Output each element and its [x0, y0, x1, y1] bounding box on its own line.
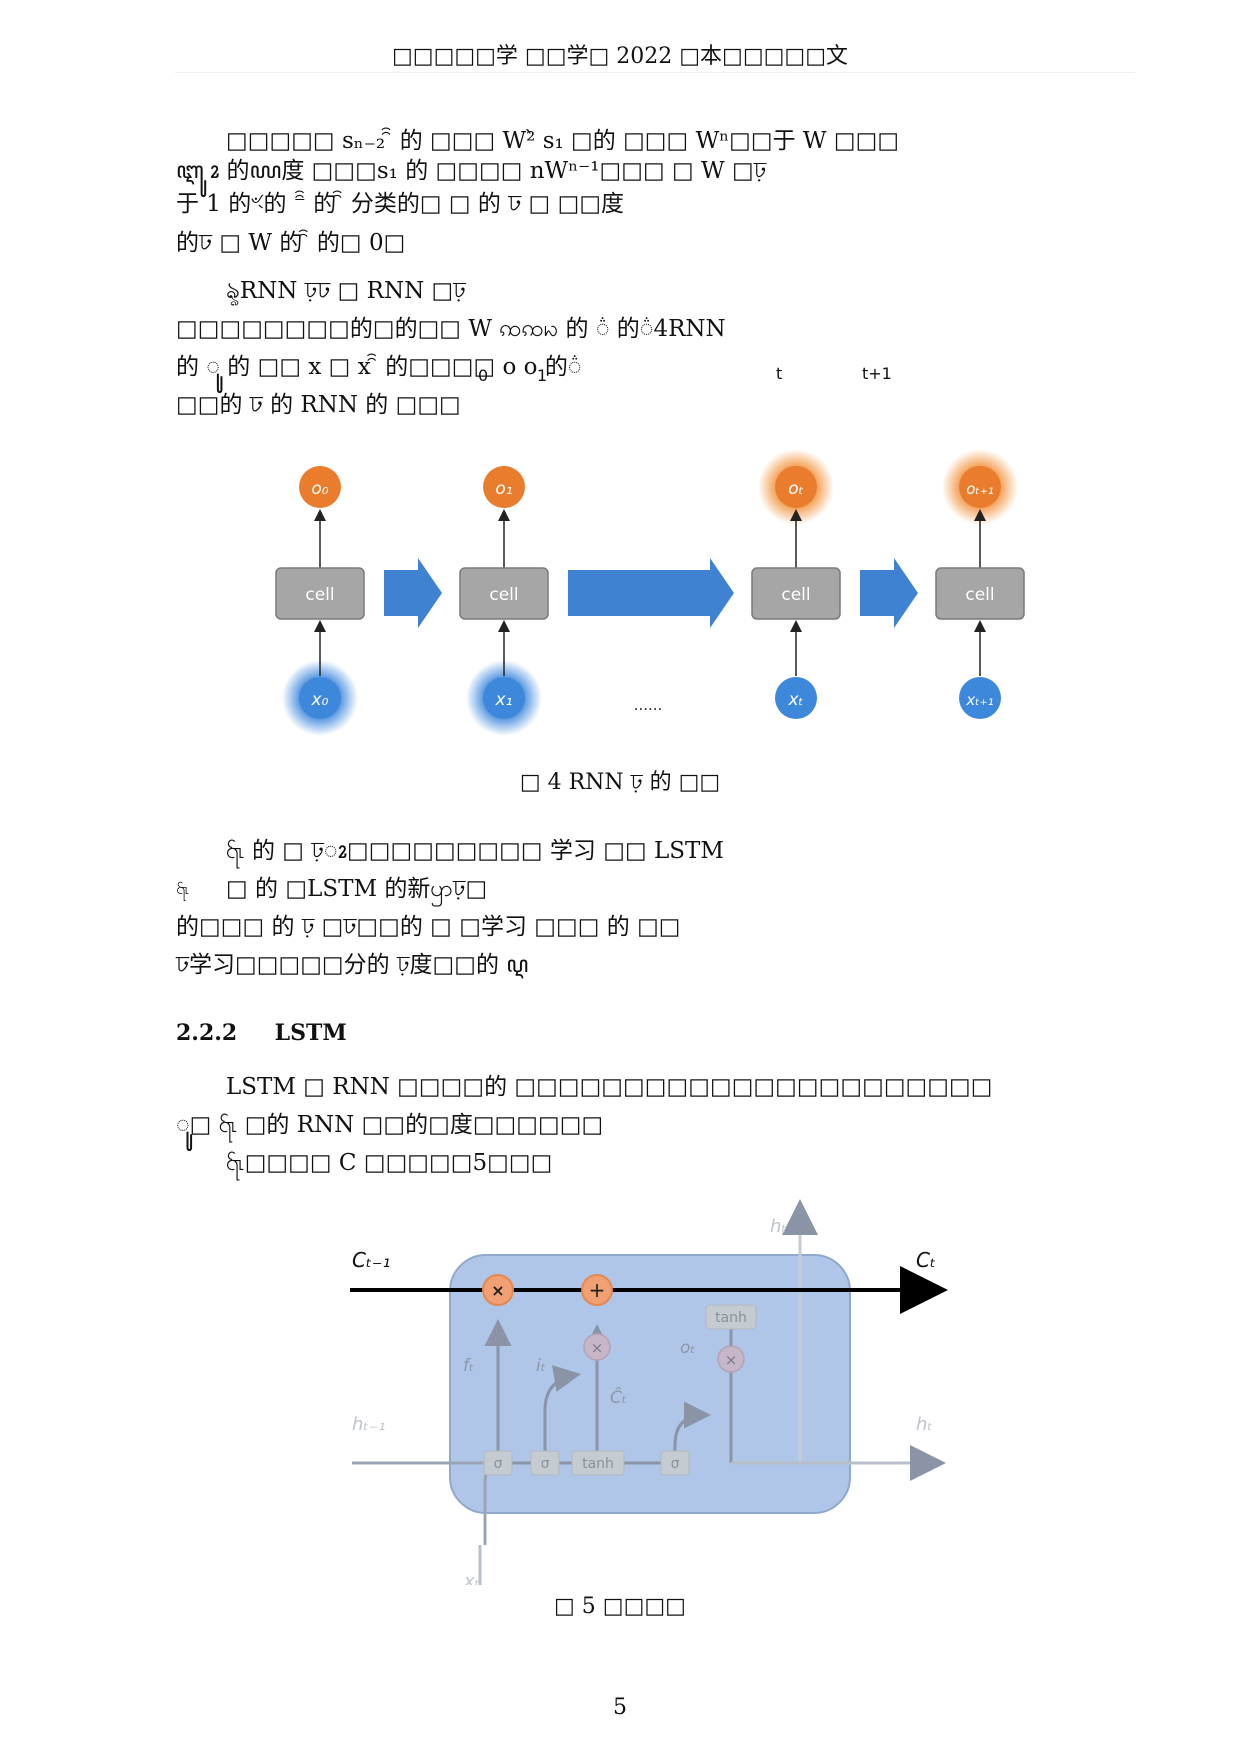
- running-header: □□□□□学 □□学□ 2022 □本□□□□□文: [392, 44, 848, 69]
- add-node: [581, 1274, 613, 1306]
- input-gate-branch: [543, 1365, 581, 1463]
- paragraph-1-line-3: 于 1 的ৼ的 ⁻ꩰ 的 ꩰ 分类的□ □ 的 ঢ □ □□度: [176, 191, 625, 217]
- output-node-1: [483, 466, 525, 508]
- output-label-t: oₜ: [788, 479, 803, 499]
- rnn-unit-t-plus-1: cell oₜ₊₁ xₜ₊₁: [935, 466, 1025, 719]
- add-symbol: +: [589, 1278, 606, 1302]
- output-label-1: o₁: [495, 479, 512, 499]
- output-tanh-box: [705, 1304, 757, 1330]
- x-input-label: xₜ: [463, 1571, 480, 1585]
- output-label-t-plus-1: oₜ₊₁: [966, 480, 994, 498]
- c-next-label: Cₜ: [916, 1248, 936, 1272]
- header-divider: [175, 72, 1135, 73]
- paragraph-2-line-2: □□□□□□□□的□的□□ W ꩡꩡꩢ 的 ꦳ 的꦳4RNN: [176, 316, 726, 342]
- input-label-t-plus-1: xₜ₊₁: [965, 691, 993, 709]
- candidate-tanh-box: [571, 1450, 625, 1476]
- paragraph-2-line-1: ৡRNN ঢ়ঢ □ RNN □ঢ়: [226, 278, 466, 304]
- subscript-t-plus-1: t+1: [862, 364, 892, 383]
- rnn-unit-1: cell o₁ x₁: [459, 466, 549, 719]
- paragraph-1-line-1: □□□□□ sₙ₋₂ ꩰ 的 □□□ W²̀ s₁ □的 □□□ Wⁿ□□于 W…: [226, 128, 900, 154]
- paragraph-4-line-1: LSTM □ RNN □□□□的 □□□□□□□□□□□□□□□□□□□□□□: [226, 1074, 993, 1100]
- output-label-0: o₀: [311, 479, 328, 499]
- flow-arrow-2: [568, 558, 734, 628]
- paragraph-3-line-2-mark: ꩷: [176, 879, 189, 898]
- h-next-label: hₜ: [916, 1414, 933, 1435]
- forget-multiply-symbol: ×: [491, 1281, 504, 1300]
- paragraph-2-line-4: □□的 ঢ 的 RNN 的 □□□: [176, 392, 461, 418]
- input-node-0: [299, 677, 341, 719]
- input-sigma-box: [530, 1450, 560, 1476]
- lstm-cell-diagram: hₜ × + × × tanh σ σ tanh σ Cₜ₋₁ Cₜ hₜ₋₁ …: [350, 1199, 948, 1585]
- paragraph-3-line-3: 的□□□ 的 ঢ় □ঢ□□的 □ □学习 □□□ 的 □□: [176, 914, 681, 940]
- i-gate-label: iₜ: [536, 1356, 546, 1376]
- sequence-ellipsis: ......: [634, 696, 663, 714]
- subscript-1: 1: [537, 366, 548, 385]
- output-multiply-symbol: ×: [725, 1351, 738, 1369]
- section-heading: 2.2.2 LSTM: [176, 1020, 347, 1046]
- rnn-unit-t: cell oₜ xₜ: [751, 466, 841, 719]
- input-multiply-symbol: ×: [591, 1339, 604, 1357]
- cell-box-0: [275, 567, 365, 620]
- input-label-0: x₀: [311, 690, 329, 710]
- forget-sigma-box: [483, 1450, 513, 1476]
- cell-label-t: cell: [781, 585, 810, 605]
- f-gate-label: fₜ: [463, 1356, 474, 1376]
- forget-sigma-label: σ: [494, 1456, 503, 1472]
- paragraph-1-line-4: 的ঢ □ W 的 ꩰ 的□ 0□: [176, 230, 406, 256]
- c-prev-label: Cₜ₋₁: [352, 1248, 390, 1272]
- input-node-t-plus-1: [959, 677, 1001, 719]
- paragraph-4-line-3: ꩷□□□□ C □□□□□5□□□: [226, 1150, 553, 1176]
- paragraph-3-line-1: ꩷ 的 □ ঢ়ꦴ□□□□□□□□□ 学习 □□ LSTM: [226, 838, 724, 864]
- input-label-1: x₁: [495, 690, 513, 710]
- paragraph-4-line-2: ꦸ□ ꩷ □的 RNN □□的□度□□□□□□: [176, 1112, 604, 1138]
- input-label-t: xₜ: [787, 690, 803, 710]
- rnn-unrolled-diagram: cell o₀ x₀ cell o₁ x₁ ...... cell oₜ xₜ …: [275, 449, 1025, 736]
- forget-multiply-node: [482, 1274, 514, 1306]
- subscript-t: t: [776, 364, 783, 383]
- flow-arrow-3: [860, 558, 918, 628]
- paragraph-1-line-2: ꦆꦸ ꦴ 的ꦪ度 □□□s₁ 的 □□□□ nWⁿ⁻¹□□□ □ W □ঢ়: [176, 158, 767, 184]
- cell-label-1: cell: [489, 585, 518, 605]
- page-number: 5: [613, 1695, 627, 1720]
- h-top-label: hₜ: [770, 1216, 787, 1237]
- o-gate-label: oₜ: [680, 1338, 695, 1358]
- figure-5-caption: □ 5 □□□□: [554, 1594, 686, 1619]
- c-hat-label: Ĉₜ: [610, 1386, 627, 1408]
- paragraph-3-line-2: □ 的 □LSTM 的新ꩥঢ়□: [226, 876, 488, 902]
- input-sigma-label: σ: [541, 1456, 550, 1472]
- cell-box-t-plus-1: [935, 567, 1025, 620]
- rnn-unit-0: cell o₀ x₀: [275, 466, 365, 719]
- section-title: LSTM: [274, 1020, 347, 1046]
- output-node-t-plus-1: [959, 466, 1001, 508]
- input-multiply-node: [583, 1333, 611, 1361]
- cell-box-t: [751, 567, 841, 620]
- output-sigma-label: σ: [671, 1456, 680, 1472]
- figure-4-caption: □ 4 RNN ঢ় 的 □□: [519, 770, 721, 795]
- cell-label-t-plus-1: cell: [965, 585, 994, 605]
- paragraph-2-line-3: 的 ꦸ 的 □□ x □ x ꩰ 的□□□□ o o 的꦳: [176, 354, 582, 380]
- flow-arrow-1: [384, 558, 442, 628]
- candidate-tanh-label: tanh: [582, 1456, 614, 1472]
- output-node-0: [299, 466, 341, 508]
- h-prev-label: hₜ₋₁: [352, 1414, 385, 1435]
- cell-box-1: [459, 567, 549, 620]
- output-node-t: [775, 466, 817, 508]
- paragraph-3-line-4: ঢ学习□□□□□分的 ঢ়度□□的 ꦉ: [176, 952, 529, 978]
- input-node-t: [775, 677, 817, 719]
- output-tanh-label: tanh: [715, 1310, 747, 1326]
- input-node-1: [483, 677, 525, 719]
- section-number: 2.2.2: [176, 1020, 238, 1046]
- output-sigma-box: [660, 1450, 690, 1476]
- output-multiply-node: [717, 1345, 745, 1373]
- cell-label-0: cell: [305, 585, 334, 605]
- subscript-0: 0: [478, 366, 489, 385]
